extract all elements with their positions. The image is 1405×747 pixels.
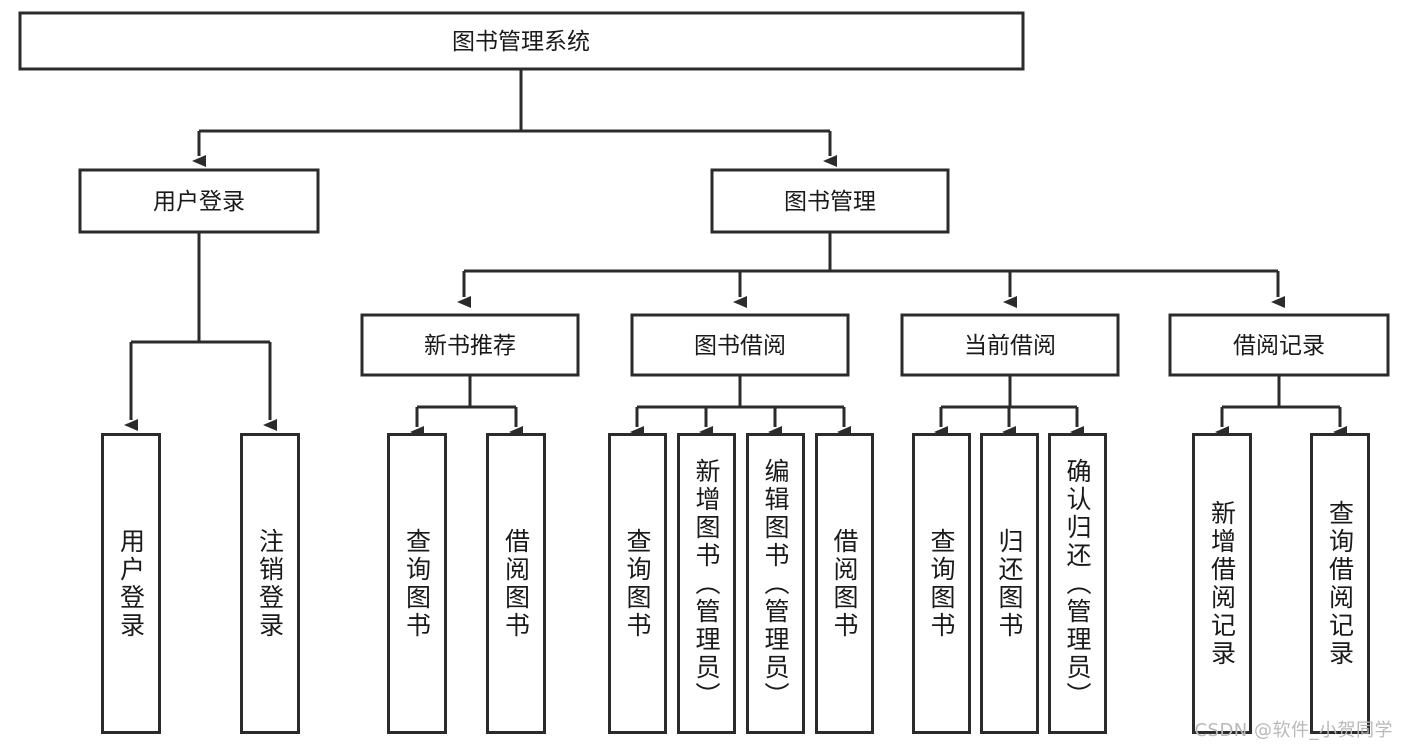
node-new-book-recommend[interactable]: 新书推荐 xyxy=(360,313,580,377)
node-new-book-recommend-box[interactable] xyxy=(360,313,580,377)
leaf-label: 注销登录 xyxy=(255,527,285,640)
node-book-borrow[interactable]: 图书借阅 xyxy=(630,313,850,377)
node-user-login-box[interactable] xyxy=(78,168,320,234)
node-user-login-label: 用户登录 xyxy=(153,189,245,215)
node-borrow-record[interactable]: 借阅记录 xyxy=(1168,313,1390,377)
leaf-label: 查询图书 xyxy=(402,527,432,640)
node-new-book-recommend-label: 新书推荐 xyxy=(424,333,516,359)
leaf-new-book-query-book[interactable]: 查询图书 xyxy=(387,433,447,734)
leaf-current-borrow-return-book[interactable]: 归还图书 xyxy=(980,433,1039,734)
leaf-label: 用户登录 xyxy=(116,527,146,640)
node-book-borrow-box[interactable] xyxy=(630,313,850,377)
node-current-borrow[interactable]: 当前借阅 xyxy=(900,313,1120,377)
leaf-label: 新增借阅记录 xyxy=(1207,499,1237,668)
leaf-label: 查询图书 xyxy=(623,527,652,640)
leaf-label: 归还图书 xyxy=(995,527,1024,640)
leaf-label: 借阅图书 xyxy=(501,527,531,640)
node-borrow-record-label: 借阅记录 xyxy=(1233,333,1325,359)
connector-book-management-to-level3 xyxy=(457,232,1285,308)
leaf-user-login-login[interactable]: 用户登录 xyxy=(101,433,161,734)
node-book-management[interactable]: 图书管理 xyxy=(710,168,950,234)
leaf-user-login-logout[interactable]: 注销登录 xyxy=(240,433,300,734)
leaf-borrow-record-add-record[interactable]: 新增借阅记录 xyxy=(1192,433,1252,734)
watermark-text: CSDN @软件_小贺同学 xyxy=(1194,720,1393,741)
leaf-current-borrow-confirm-return-admin[interactable]: 确认归还（管理员） xyxy=(1048,433,1107,734)
connector-borrow-record-to-leaves xyxy=(1215,375,1347,438)
leaf-new-book-borrow-book[interactable]: 借阅图书 xyxy=(486,433,546,734)
leaf-book-borrow-query-book[interactable]: 查询图书 xyxy=(608,433,667,734)
connector-new-book-recommend-to-leaves xyxy=(410,375,523,438)
node-current-borrow-box[interactable] xyxy=(900,313,1120,377)
leaf-label: 编辑图书（管理员） xyxy=(761,457,790,710)
leaf-book-borrow-edit-book-admin[interactable]: 编辑图书（管理员） xyxy=(746,433,805,734)
connector-user-login-to-leaves xyxy=(124,232,277,431)
node-user-login[interactable]: 用户登录 xyxy=(78,168,320,234)
node-borrow-record-box[interactable] xyxy=(1168,313,1390,377)
node-root-box[interactable] xyxy=(18,11,1025,71)
leaf-label: 借阅图书 xyxy=(830,527,859,640)
leaf-borrow-record-query-record[interactable]: 查询借阅记录 xyxy=(1310,433,1370,734)
node-root[interactable]: 图书管理系统 xyxy=(18,11,1025,71)
node-book-borrow-label: 图书借阅 xyxy=(694,333,786,359)
leaf-label: 查询借阅记录 xyxy=(1325,499,1355,668)
node-book-management-label: 图书管理 xyxy=(784,189,876,215)
leaf-label: 确认归还（管理员） xyxy=(1063,457,1092,710)
node-current-borrow-label: 当前借阅 xyxy=(964,333,1056,359)
node-root-label: 图书管理系统 xyxy=(452,29,590,55)
leaf-label: 新增图书（管理员） xyxy=(692,457,721,710)
connector-current-borrow-to-leaves xyxy=(934,375,1084,438)
connector-root-to-level2 xyxy=(192,69,837,167)
leaf-book-borrow-borrow-book[interactable]: 借阅图书 xyxy=(815,433,874,734)
connector-book-borrow-to-leaves xyxy=(630,375,851,438)
leaf-book-borrow-add-book-admin[interactable]: 新增图书（管理员） xyxy=(677,433,736,734)
leaf-current-borrow-query-book[interactable]: 查询图书 xyxy=(912,433,971,734)
leaf-label: 查询图书 xyxy=(927,527,956,640)
